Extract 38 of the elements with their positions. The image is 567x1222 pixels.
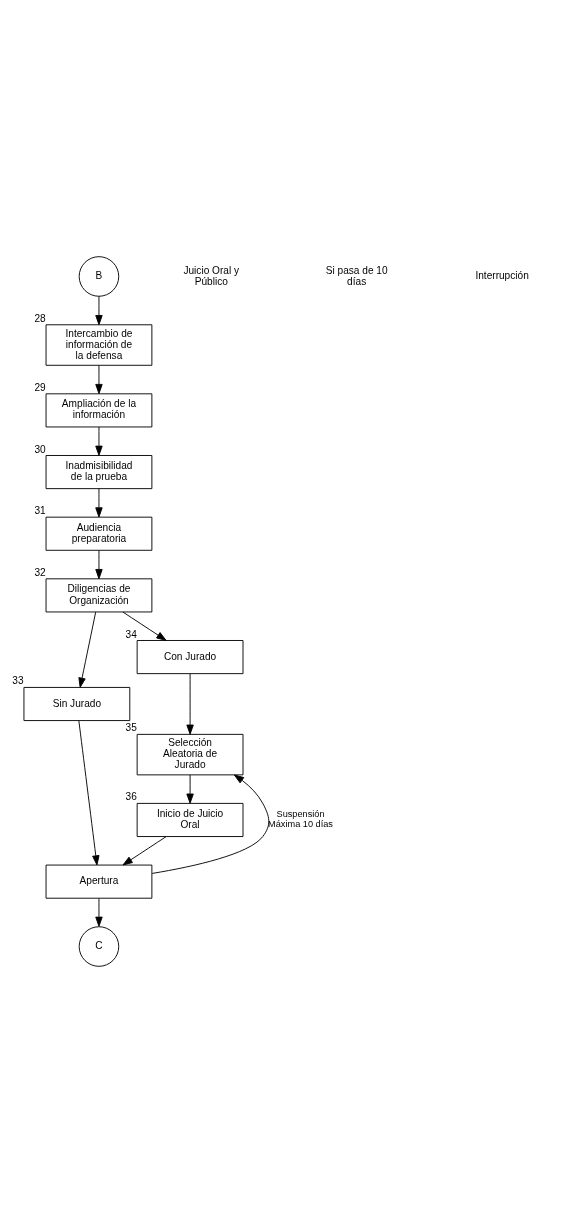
node-label: 29 [34,381,46,393]
node-label: 31 [34,504,46,516]
arrow [151,774,270,874]
node-box: Audiencia preparatoria [45,516,153,551]
node-box: Apertura [45,864,153,899]
arrow [186,774,194,804]
node-box: Inadmisibilidad de la prueba [45,454,153,489]
node-label: 33 [12,674,24,686]
arrow [78,719,100,865]
arrow [95,295,103,325]
node-circle: C [78,925,120,967]
node-label: 30 [34,443,46,455]
arrow [95,364,103,394]
node-box: Ampliación de la información [45,392,153,427]
node-box: Selección Aleatoria de Jurado [136,733,244,775]
node-box: Con Jurado [136,639,244,674]
node-box: Diligencias de Organización [45,577,153,612]
node-label: 28 [34,312,46,324]
node-label: 36 [125,790,137,802]
label: Si pasa de 10 días [325,264,388,287]
arrow [95,487,103,517]
node-label: 35 [125,721,137,733]
arrow [186,672,194,735]
node-box: Inicio de Juicio Oral [136,802,244,837]
arrow [78,611,97,688]
arrow [95,897,103,927]
node-box: Intercambio de información de la defensa [45,323,153,366]
arrow [122,611,167,641]
arrow [122,835,167,865]
node-box: Sin Jurado [23,686,131,721]
label: Interrupción [475,269,529,281]
node-circle: B [78,255,120,297]
node-label: 34 [125,628,137,640]
node-label: 32 [34,566,46,578]
arrow [95,549,103,579]
label: Juicio Oral y Público [183,264,240,287]
arrow [95,426,103,456]
edge-label: Suspensión Máxima 10 días [268,808,333,829]
